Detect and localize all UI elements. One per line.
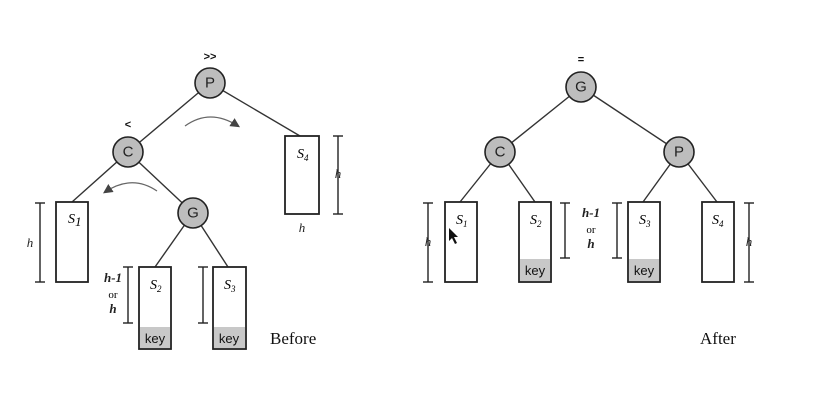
height-dim-s1-after: h bbox=[423, 202, 433, 283]
subtree-s1-before: S1 bbox=[55, 201, 89, 283]
height-label-middle-after: h-1 or h bbox=[582, 205, 600, 251]
balance-mark-p: >> bbox=[204, 51, 217, 63]
mouse-cursor-icon bbox=[449, 228, 458, 244]
height-label-s1-after: h bbox=[425, 234, 432, 249]
node-c-after-label: C bbox=[495, 144, 506, 161]
caption-before: Before bbox=[270, 329, 316, 348]
key-label-s2: key bbox=[145, 331, 166, 346]
balance-mark-g-after: = bbox=[578, 54, 584, 66]
height-label-h-minus-1-after: h-1 bbox=[582, 205, 600, 220]
subtree-s1-after: S1 bbox=[444, 201, 478, 283]
node-g-label: G bbox=[187, 205, 199, 222]
subtree-s4-before: S4 h bbox=[284, 135, 320, 235]
node-g-after-label: G bbox=[575, 79, 587, 96]
node-g-after: G bbox=[565, 71, 597, 103]
height-dim-s2-after bbox=[560, 202, 570, 259]
node-c-label: C bbox=[123, 144, 134, 161]
key-label-s3-after: key bbox=[634, 263, 655, 278]
subtree-s2-after: S2 key bbox=[518, 201, 552, 283]
height-dim-s3-before bbox=[198, 266, 208, 324]
height-dim-s4-before: h bbox=[333, 135, 343, 215]
height-label-s4-bottom: h bbox=[299, 220, 306, 235]
edge-g-p-after bbox=[580, 86, 680, 153]
node-c: C bbox=[112, 136, 144, 168]
key-label-s3: key bbox=[219, 331, 240, 346]
after-diagram: = G C P S1 h S2 key bbox=[423, 54, 754, 348]
subtree-s3-after-label: S3 bbox=[639, 213, 651, 229]
node-p-after: P bbox=[663, 136, 695, 168]
edge-g-c-after bbox=[499, 86, 582, 153]
edge-p-c bbox=[127, 82, 211, 153]
subtree-s4-label: S4 bbox=[297, 147, 309, 163]
height-dim-s3-after bbox=[612, 202, 622, 259]
subtree-s3-before: S3 key bbox=[212, 266, 247, 350]
subtree-s2-label: S2 bbox=[150, 278, 162, 294]
height-label-h-after: h bbox=[587, 236, 594, 251]
subtree-s2-after-label: S2 bbox=[530, 213, 542, 229]
rotation-arrow-right-icon bbox=[184, 116, 241, 128]
height-label-or: or bbox=[108, 289, 118, 301]
node-g: G bbox=[177, 197, 209, 229]
height-dim-s4-after: h bbox=[744, 202, 754, 283]
height-label-s4: h bbox=[335, 166, 342, 181]
balance-mark-c: < bbox=[125, 119, 131, 131]
height-label-h: h bbox=[109, 301, 116, 316]
height-dim-s1-before: h bbox=[27, 202, 45, 283]
height-label-or-after: or bbox=[586, 224, 596, 236]
edge-p-s4 bbox=[209, 82, 301, 137]
height-label-h-minus-1: h-1 bbox=[104, 270, 122, 285]
subtree-s1-label: S1 bbox=[68, 212, 82, 229]
subtree-s3-label: S3 bbox=[224, 278, 236, 294]
key-label-s2-after: key bbox=[525, 263, 546, 278]
subtree-s2-before: S2 key bbox=[138, 266, 172, 350]
subtree-s3-after: S3 key bbox=[627, 201, 661, 283]
caption-after: After bbox=[700, 329, 736, 348]
height-label-s4-after: h bbox=[746, 234, 753, 249]
node-c-after: C bbox=[484, 136, 516, 168]
subtree-s4-after-label: S4 bbox=[712, 213, 724, 229]
node-p: P bbox=[194, 67, 226, 99]
node-p-label: P bbox=[205, 75, 215, 92]
rotation-arrow-left-icon bbox=[103, 182, 158, 194]
subtree-s1-after-label: S1 bbox=[456, 213, 468, 229]
node-p-after-label: P bbox=[674, 144, 684, 161]
height-dim-s2-before: h-1 or h bbox=[104, 266, 133, 324]
before-diagram: >> < P C G S1 h S4 h bbox=[27, 51, 343, 350]
height-label-s1: h bbox=[27, 235, 34, 250]
subtree-s4-after: S4 bbox=[701, 201, 735, 283]
